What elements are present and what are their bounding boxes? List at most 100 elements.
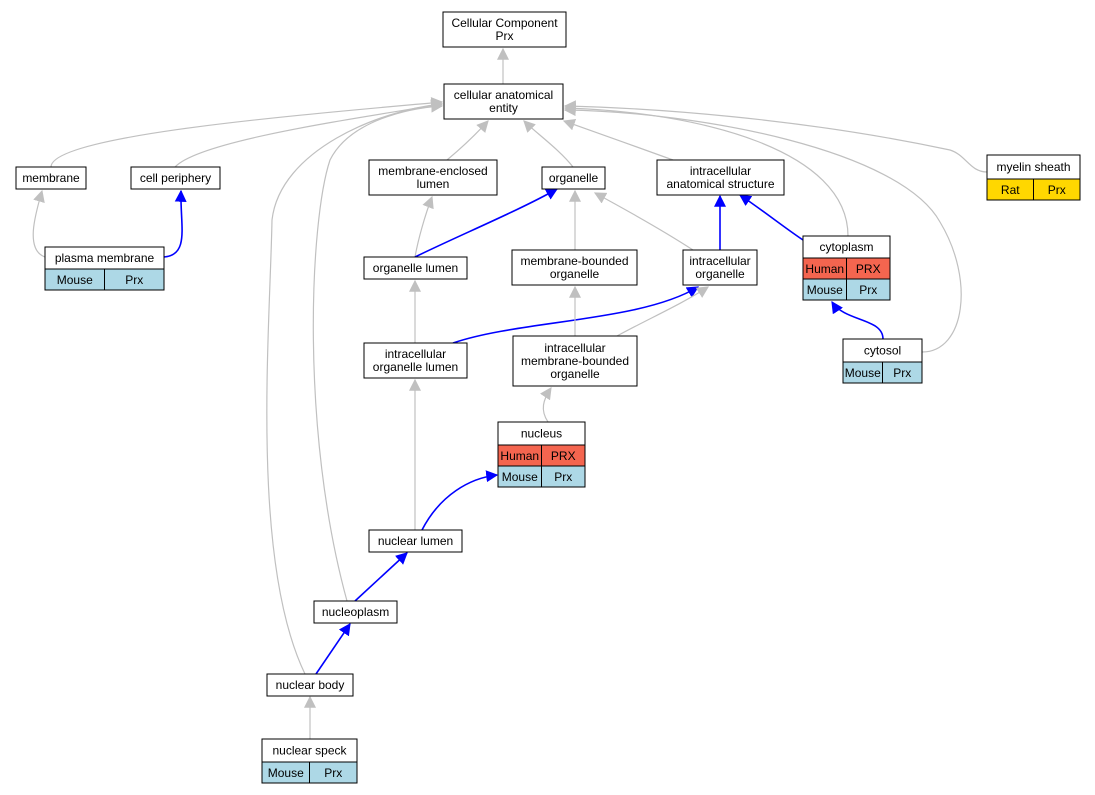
edge-ias-to-cae: [562, 118, 674, 161]
node-box: [130, 166, 221, 190]
gene-symbol: Prx: [324, 766, 342, 780]
gene-symbol: Prx: [859, 283, 877, 297]
gene-symbol: Prx: [554, 470, 572, 484]
node-label: nucleus: [521, 427, 562, 441]
node-label: cell periphery: [140, 171, 211, 185]
species-label: Human: [805, 262, 844, 276]
node-membrane[interactable]: membrane: [15, 166, 87, 190]
node-label: intracellular: [544, 341, 605, 355]
node-np[interactable]: nucleoplasm: [313, 600, 398, 624]
gene-symbol: Prx: [1048, 183, 1066, 197]
edge-np-to-nl: [354, 552, 408, 602]
node-label: organelle lumen: [373, 360, 458, 374]
species-label: Mouse: [807, 283, 843, 297]
gene-symbol: Prx: [125, 273, 143, 287]
node-label: intracellular: [689, 254, 750, 268]
gene-symbol: Prx: [893, 366, 911, 380]
edge-nucleus-to-imbo: [540, 387, 552, 423]
node-label: myelin sheath: [996, 160, 1070, 174]
gene-cell: [882, 361, 923, 384]
edge-cytosol-to-cae: [563, 104, 962, 353]
node-label: anatomical structure: [666, 177, 774, 191]
node-label: membrane-enclosed: [378, 164, 487, 178]
node-cellperiph[interactable]: cell periphery: [130, 166, 221, 190]
edge-io-to-organelle: [593, 192, 694, 251]
node-label: cellular anatomical: [454, 88, 553, 102]
node-box: [986, 154, 1081, 180]
gene-cell: [846, 278, 891, 301]
gene-symbol: PRX: [551, 449, 576, 463]
node-label: organelle: [550, 267, 600, 281]
edge-imbo-to-io: [616, 286, 710, 337]
edge-iol-to-io: [452, 286, 700, 344]
node-label: membrane: [22, 171, 80, 185]
node-ol[interactable]: organelle lumen: [363, 256, 468, 280]
node-label: Cellular Component: [451, 16, 558, 30]
node-box: [442, 11, 567, 48]
edge-mel-to-cae: [446, 120, 489, 161]
node-label: lumen: [417, 177, 450, 191]
node-box: [511, 249, 638, 286]
node-box: [512, 335, 638, 387]
edge-cytoplasm-to-cae: [563, 102, 849, 237]
node-box: [368, 159, 498, 196]
edge-nl-to-nucleus: [421, 470, 499, 531]
node-label: nuclear body: [276, 678, 345, 692]
node-label: nuclear lumen: [378, 534, 453, 548]
node-nb[interactable]: nuclear body: [266, 673, 354, 697]
gene-cell: [1033, 178, 1081, 201]
edge-myelin-to-cae: [563, 100, 988, 173]
species-label: Human: [500, 449, 539, 463]
gene-symbol: PRX: [856, 262, 881, 276]
edge-ol-to-mel: [414, 195, 434, 258]
node-label: organelle: [550, 367, 600, 381]
node-box: [368, 529, 463, 553]
node-label: organelle lumen: [373, 261, 458, 275]
species-label: Mouse: [268, 766, 304, 780]
node-box: [541, 166, 606, 190]
node-box: [266, 673, 354, 697]
node-box: [363, 342, 468, 379]
gene-cell: [309, 761, 358, 784]
edge-layer: [32, 47, 988, 739]
edge-cytosol-to-cytoplasm: [831, 300, 884, 340]
node-box: [682, 249, 758, 286]
edge-nb-to-cae: [266, 99, 444, 675]
node-box: [363, 256, 468, 280]
node-label: membrane-bounded: [521, 354, 629, 368]
node-nl[interactable]: nuclear lumen: [368, 529, 463, 553]
node-box: [313, 600, 398, 624]
node-label: nuclear speck: [272, 744, 347, 758]
node-organelle[interactable]: organelle: [541, 166, 606, 190]
node-label: intracellular: [690, 164, 751, 178]
species-label: Mouse: [57, 273, 93, 287]
node-box: [443, 83, 564, 120]
species-label: Mouse: [502, 470, 538, 484]
node-label: cytosol: [864, 344, 901, 358]
edge-ol-to-organelle: [414, 188, 559, 258]
edge-cytoplasm-to-ias: [739, 194, 804, 241]
edge-np-to-cae: [312, 100, 444, 602]
node-label: membrane-bounded: [520, 254, 628, 268]
node-box: [15, 166, 87, 190]
node-label: Prx: [496, 29, 514, 43]
edge-organelle-to-cae: [523, 120, 574, 168]
node-label: organelle: [695, 267, 745, 281]
node-label: entity: [489, 101, 518, 115]
